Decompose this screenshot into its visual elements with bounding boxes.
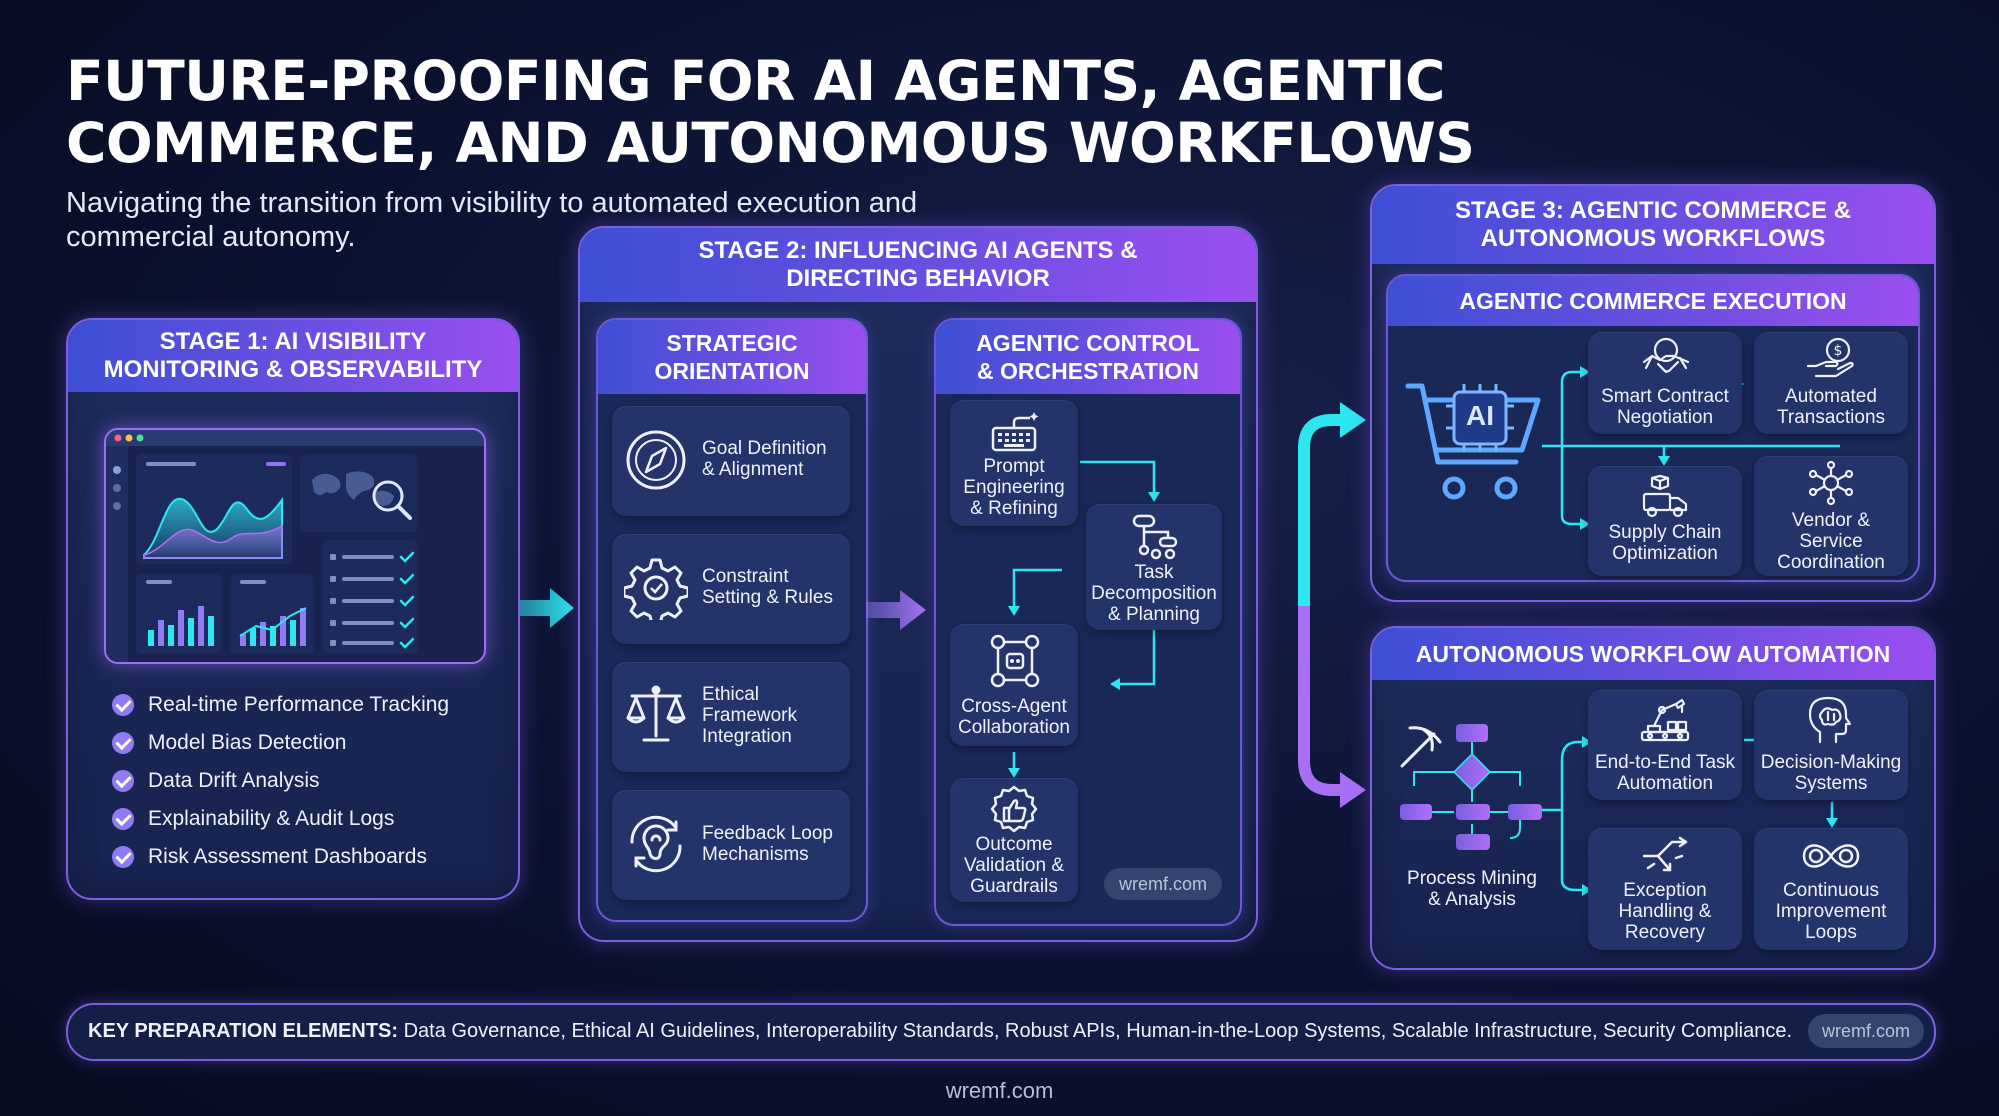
flowchart-icon bbox=[1132, 514, 1178, 560]
scales-icon bbox=[626, 685, 686, 742]
checklist-item: Data Drift Analysis bbox=[112, 762, 449, 800]
commerce-card-supply: Supply Chain Optimization bbox=[1588, 466, 1742, 576]
arrow-right-icon bbox=[520, 588, 574, 628]
control-label: Cross-Agent Collaboration bbox=[958, 696, 1070, 738]
robot-arm-icon bbox=[1640, 698, 1690, 742]
key-preparation-label: KEY PREPARATION ELEMENTS: bbox=[88, 1020, 399, 1042]
commerce-card-vendor: Vendor & Service Coordination bbox=[1754, 456, 1908, 576]
watermark-pill: wremf.com bbox=[1104, 868, 1222, 900]
commerce-card-transactions: $ Automated Transactions bbox=[1754, 332, 1908, 434]
fork-arrow-icon bbox=[1256, 402, 1366, 808]
commerce-card-contract: Smart Contract Negotiation bbox=[1588, 332, 1742, 434]
workflow-label: Continuous Improvement Loops bbox=[1775, 880, 1887, 943]
checklist-item: Risk Assessment Dashboards bbox=[112, 838, 449, 876]
gear-icon bbox=[624, 558, 688, 620]
brain-head-icon bbox=[1808, 696, 1852, 744]
check-circle-icon bbox=[112, 694, 134, 716]
arrow-right-icon bbox=[866, 590, 926, 630]
commerce-label: Smart Contract Negotiation bbox=[1601, 386, 1729, 428]
check-circle-icon bbox=[112, 732, 134, 754]
checklist-item: Model Bias Detection bbox=[112, 724, 449, 762]
key-preparation-list: Data Governance, Ethical AI Guidelines, … bbox=[398, 1020, 1793, 1042]
control-card-task: Task Decomposition & Planning bbox=[1086, 504, 1222, 630]
network-icon bbox=[1808, 460, 1854, 506]
workflow-card-exception: Exception Handling & Recovery bbox=[1588, 828, 1742, 950]
footer-watermark: wremf.com bbox=[945, 1078, 1054, 1103]
key-bar-watermark: wremf.com bbox=[1808, 1014, 1924, 1048]
split-arrow-icon bbox=[1642, 836, 1688, 872]
check-circle-icon bbox=[112, 808, 134, 830]
check-circle-icon bbox=[112, 846, 134, 868]
team-icon bbox=[990, 634, 1040, 688]
stage3-title: STAGE 3: AGENTIC COMMERCE & AUTONOMOUS W… bbox=[1372, 186, 1934, 264]
workflow-label: End-to-End Task Automation bbox=[1594, 752, 1736, 794]
key-preparation-bar: KEY PREPARATION ELEMENTS: Data Governanc… bbox=[66, 1003, 1936, 1061]
strategy-card-feedback: Feedback Loop Mechanisms bbox=[612, 790, 850, 900]
checklist-item: Explainability & Audit Logs bbox=[112, 800, 449, 838]
strategy-card-constraint: Constraint Setting & Rules bbox=[612, 534, 850, 644]
page-subtitle: Navigating the transition from visibilit… bbox=[66, 187, 918, 253]
strategy-card-goal: Goal Definition & Alignment bbox=[612, 406, 850, 516]
commerce-label: Vendor & Service Coordination bbox=[1777, 510, 1885, 573]
workflow-label: Decision-Making Systems bbox=[1760, 752, 1902, 794]
thumbs-up-icon bbox=[990, 785, 1038, 833]
control-card-outcome: Outcome Validation & Guardrails bbox=[950, 778, 1078, 902]
strategy-label: Constraint Setting & Rules bbox=[702, 566, 833, 608]
handshake-icon bbox=[1642, 337, 1690, 374]
control-label: Task Decomposition & Planning bbox=[1091, 562, 1217, 625]
commerce-execution-title: AGENTIC COMMERCE EXECUTION bbox=[1388, 276, 1918, 326]
workflow-card-decision: Decision-Making Systems bbox=[1754, 690, 1908, 800]
strategic-orientation-title: STRATEGIC ORIENTATION bbox=[598, 320, 866, 394]
commerce-label: Supply Chain Optimization bbox=[1608, 522, 1722, 564]
workflow-label: Exception Handling & Recovery bbox=[1618, 880, 1712, 943]
svg-text:$: $ bbox=[1834, 343, 1843, 359]
strategy-label: Feedback Loop Mechanisms bbox=[702, 823, 833, 865]
dashboard-illustration bbox=[104, 428, 486, 664]
money-hand-icon: $ bbox=[1806, 337, 1854, 378]
keyboard-icon bbox=[991, 412, 1039, 452]
page-title: FUTURE-PROOFING FOR AI AGENTS, AGENTIC C… bbox=[66, 49, 1475, 175]
infinity-icon bbox=[1802, 844, 1860, 868]
control-label: Prompt Engineering & Refining bbox=[963, 456, 1065, 519]
ai-chip-label: AI bbox=[1466, 400, 1494, 431]
delivery-truck-icon bbox=[1642, 474, 1688, 518]
orchestration-flow bbox=[1008, 460, 1160, 778]
workflow-card-continuous: Continuous Improvement Loops bbox=[1754, 828, 1908, 950]
process-mining-label: Process Mining & Analysis bbox=[1407, 868, 1537, 910]
control-card-collab: Cross-Agent Collaboration bbox=[950, 624, 1078, 746]
stage1-checklist: Real-time Performance Tracking Model Bia… bbox=[112, 686, 449, 876]
workflow-automation-title: AUTONOMOUS WORKFLOW AUTOMATION bbox=[1372, 628, 1934, 680]
check-circle-icon bbox=[112, 770, 134, 792]
stage1-panel: STAGE 1: AI VISIBILITY MONITORING & OBSE… bbox=[66, 318, 520, 900]
ai-cart: AI bbox=[1404, 370, 1544, 510]
key-preparation-text: KEY PREPARATION ELEMENTS: Data Governanc… bbox=[88, 1020, 1792, 1043]
strategy-card-ethical: Ethical Framework Integration bbox=[612, 662, 850, 772]
strategy-label: Ethical Framework Integration bbox=[702, 684, 798, 747]
ear-icon bbox=[630, 815, 682, 873]
workflow-connectors bbox=[1542, 734, 1838, 896]
agentic-control-title: AGENTIC CONTROL & ORCHESTRATION bbox=[936, 320, 1240, 394]
commerce-label: Automated Transactions bbox=[1776, 386, 1886, 428]
stage1-title: STAGE 1: AI VISIBILITY MONITORING & OBSE… bbox=[68, 320, 518, 392]
stage2-title: STAGE 2: INFLUENCING AI AGENTS & DIRECTI… bbox=[580, 228, 1256, 302]
compass-icon bbox=[626, 430, 686, 490]
control-card-prompt: Prompt Engineering & Refining bbox=[950, 400, 1078, 526]
dashboard-icon bbox=[106, 430, 484, 662]
checklist-item: Real-time Performance Tracking bbox=[112, 686, 449, 724]
process-mining-icon bbox=[1400, 724, 1542, 850]
strategy-label: Goal Definition & Alignment bbox=[702, 438, 827, 480]
shopping-cart-icon bbox=[1405, 383, 1541, 500]
control-label: Outcome Validation & Guardrails bbox=[964, 834, 1064, 897]
workflow-card-end-to-end: End-to-End Task Automation bbox=[1588, 690, 1742, 800]
